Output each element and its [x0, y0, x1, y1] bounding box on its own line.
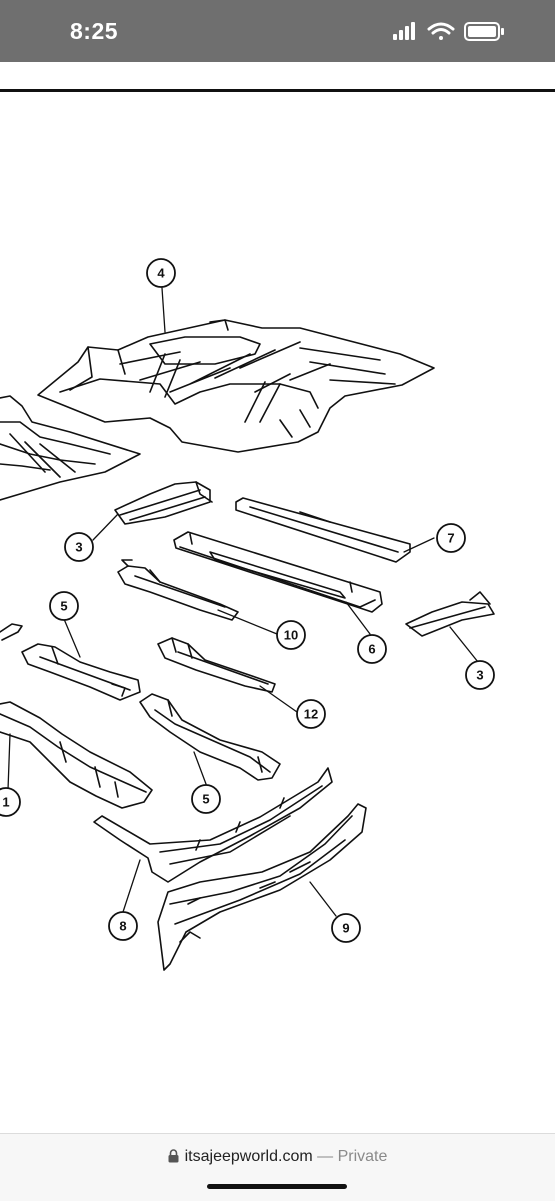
callout-circle: [0, 787, 21, 817]
callout-circle: [49, 591, 79, 621]
callout-label: 9: [342, 921, 349, 936]
callout-label: 1: [2, 795, 9, 810]
part-crossmember-7: [235, 497, 411, 563]
part-rocker-inner-8: [93, 767, 333, 883]
status-icons: [393, 20, 515, 44]
part-rocker-outer-9: [157, 803, 367, 971]
parts-diagram: 4 3 7 5 10 6 3 12 1 5 8 9: [0, 258, 495, 971]
status-time: 8:25: [70, 18, 119, 44]
callout-circle: [357, 634, 387, 664]
part-frame-rail-1: [0, 701, 153, 809]
url-display[interactable]: itsajeepworld.com — Private: [0, 1148, 555, 1168]
browsing-mode-label: Private: [337, 1148, 388, 1165]
page-top-border: [0, 89, 555, 92]
part-rear-floor-pan: [37, 319, 435, 453]
callout-label: 12: [304, 707, 318, 722]
callout-label: 3: [476, 668, 483, 683]
url-domain: itsajeepworld.com: [184, 1148, 313, 1165]
callout-label: 4: [157, 266, 165, 281]
part-front-floor-pan: [0, 395, 141, 501]
callout-label: 7: [447, 531, 454, 546]
status-bar: 8:25: [0, 0, 555, 62]
callout-circle: [64, 532, 94, 562]
url-separator: —: [312, 1148, 338, 1165]
callout-circle: [436, 523, 466, 553]
callout-circle: [331, 913, 361, 943]
callout-circle: [108, 911, 138, 941]
callout-label: 6: [368, 642, 375, 657]
cellular-signal-icon: [393, 22, 415, 40]
callout-label: 5: [202, 792, 209, 807]
part-sill-bracket-5-right: [139, 693, 281, 781]
lock-icon: [168, 1149, 179, 1168]
callout-label: 8: [119, 919, 126, 934]
callout-circle: [296, 699, 326, 729]
callout-label: 3: [75, 540, 82, 555]
part-sill-bracket-5-left: [21, 643, 141, 701]
callout-circle: [465, 660, 495, 690]
callout-circle: [146, 258, 176, 288]
home-indicator[interactable]: [207, 1184, 347, 1189]
part-bracket-12: [157, 637, 276, 693]
callout-circle: [276, 620, 306, 650]
wifi-icon: [427, 22, 455, 40]
callout-circle: [191, 784, 221, 814]
leader-lines: [7, 287, 479, 917]
callout-label: 5: [60, 599, 67, 614]
part-crossmember-3-left: [114, 481, 213, 525]
browser-address-bar[interactable]: itsajeepworld.com — Private: [0, 1133, 555, 1201]
battery-icon: [464, 22, 504, 41]
part-bracket-10: [117, 559, 239, 621]
part-fragment-left: [0, 623, 23, 641]
callout-label: 10: [284, 628, 298, 643]
part-crossmember-6: [173, 531, 383, 613]
part-crossmember-3-right: [405, 591, 495, 637]
